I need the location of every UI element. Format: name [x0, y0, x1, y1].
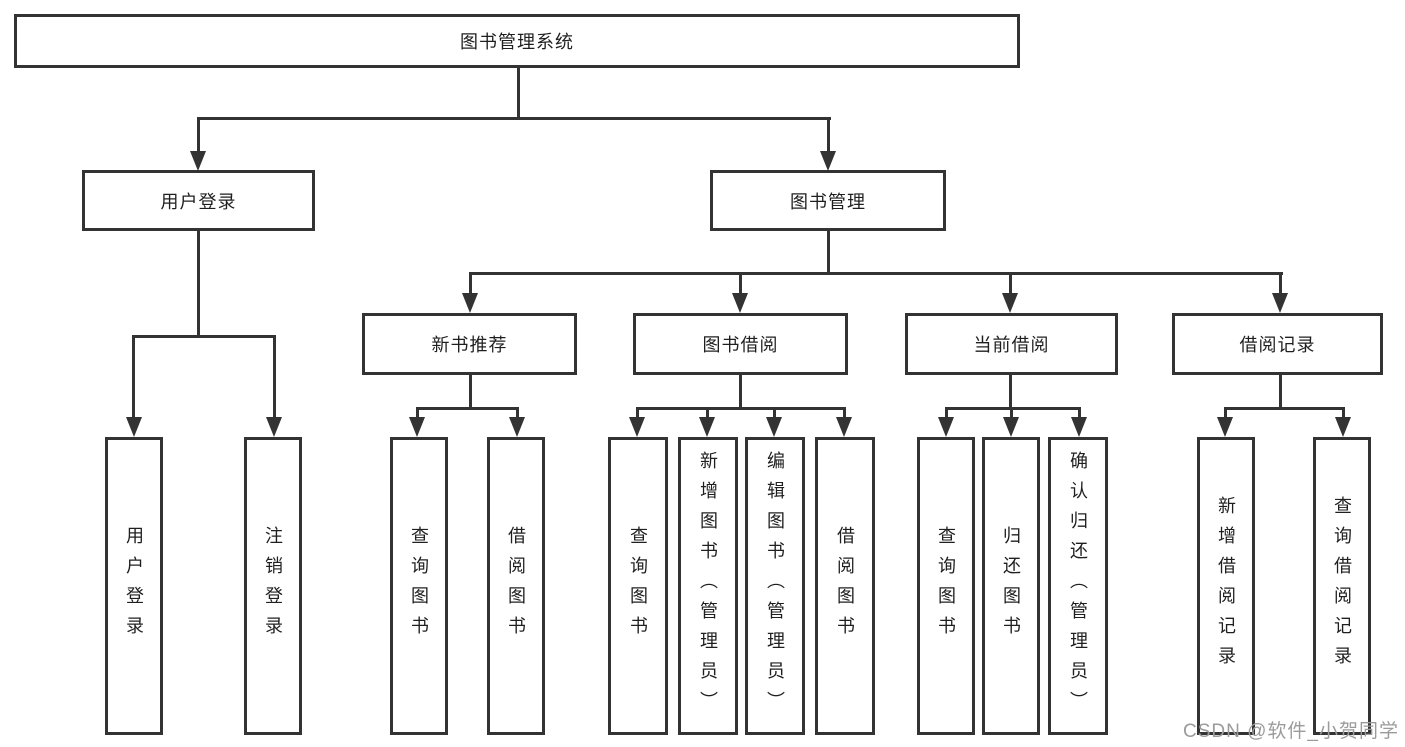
edge-new-book-stem	[469, 375, 472, 407]
arrow-down-icon	[732, 293, 748, 313]
edge-new-book-arrow2-shaft	[516, 407, 519, 419]
arrow-down-icon	[1335, 417, 1351, 437]
arrow-down-icon	[938, 417, 954, 437]
node-label: 当前借阅	[973, 335, 1050, 355]
node-label: 查询借阅记录	[1332, 496, 1352, 676]
node-label: 新增借阅记录	[1216, 496, 1236, 676]
edge-book-mgmt-stem	[827, 231, 830, 272]
arrow-down-icon	[766, 417, 782, 437]
leaf-edit-books-admin: 编辑图书（管理员）	[745, 437, 805, 735]
leaf-add-borrow-record: 新增借阅记录	[1197, 437, 1255, 735]
arrow-down-icon	[409, 417, 425, 437]
leaf-logout: 注销登录	[244, 437, 302, 735]
edge-book-mgmt-arrow2-shaft	[739, 272, 742, 295]
node-label: 归还图书	[1001, 526, 1021, 646]
edge-record-stem	[1279, 375, 1282, 407]
node-user-login: 用户登录	[82, 170, 315, 231]
node-label: 借阅记录	[1239, 335, 1316, 355]
node-label: 图书管理系统	[460, 32, 574, 52]
leaf-query-borrow-record: 查询借阅记录	[1313, 437, 1371, 735]
edge-new-book-arrow1-shaft	[416, 407, 419, 419]
node-label: 查询图书	[409, 526, 429, 646]
edge-current-arrow1-shaft	[945, 407, 948, 419]
arrow-down-icon	[820, 151, 836, 171]
arrow-down-icon	[462, 293, 478, 313]
edge-user-login-arrow1-shaft	[132, 335, 135, 419]
node-borrow-record: 借阅记录	[1172, 313, 1383, 375]
edge-book-mgmt-arrow4-shaft	[1279, 272, 1282, 295]
edge-borrow-arrow2-shaft	[706, 407, 709, 419]
node-label: 用户登录	[160, 191, 237, 212]
arrow-down-icon	[1272, 293, 1288, 313]
node-book-management: 图书管理	[710, 170, 946, 231]
edge-user-login-hline	[132, 335, 276, 338]
node-label: 新书推荐	[431, 335, 508, 355]
arrow-down-icon	[126, 417, 142, 437]
node-new-book-recommend: 新书推荐	[362, 313, 577, 375]
edge-book-mgmt-arrow3-shaft	[1009, 272, 1012, 295]
edge-root-arrow-left-shaft	[197, 117, 200, 153]
arrow-down-icon	[699, 417, 715, 437]
edge-current-arrow3-shaft	[1078, 407, 1081, 419]
arrow-down-icon	[190, 151, 206, 171]
edge-current-stem	[1009, 375, 1012, 407]
node-label: 查询图书	[628, 526, 648, 646]
arrow-down-icon	[836, 417, 852, 437]
edge-user-login-arrow2-shaft	[273, 335, 276, 419]
node-current-borrow: 当前借阅	[905, 313, 1118, 375]
edge-root-arrow-right-shaft	[827, 117, 830, 153]
node-label: 借阅图书	[835, 526, 855, 646]
node-library-management-system: 图书管理系统	[14, 14, 1020, 68]
arrow-down-icon	[266, 417, 282, 437]
edge-new-book-hline	[416, 407, 519, 410]
edge-root-hline	[197, 117, 831, 120]
arrow-down-icon	[1002, 293, 1018, 313]
edge-current-hline	[945, 407, 1081, 410]
arrow-down-icon	[1217, 417, 1233, 437]
edge-record-arrow1-shaft	[1224, 407, 1227, 419]
edge-borrow-hline	[636, 407, 846, 410]
edge-borrow-arrow3-shaft	[773, 407, 776, 419]
leaf-return-books: 归还图书	[982, 437, 1040, 735]
edge-book-mgmt-arrow1-shaft	[469, 272, 472, 295]
edge-book-mgmt-hline	[469, 272, 1283, 275]
arrow-down-icon	[1071, 417, 1087, 437]
edge-record-hline	[1224, 407, 1345, 410]
edge-record-arrow2-shaft	[1342, 407, 1345, 419]
leaf-query-books-borrow: 查询图书	[608, 437, 668, 735]
arrow-down-icon	[629, 417, 645, 437]
arrow-down-icon	[1003, 417, 1019, 437]
node-label: 图书借阅	[702, 335, 779, 355]
edge-borrow-arrow4-shaft	[843, 407, 846, 419]
edge-user-login-stem	[197, 231, 200, 335]
node-label: 借阅图书	[506, 526, 526, 646]
edge-root-stem	[517, 68, 520, 117]
leaf-borrow-books: 借阅图书	[815, 437, 875, 735]
node-label: 查询图书	[936, 526, 956, 646]
leaf-query-books-current: 查询图书	[917, 437, 975, 735]
arrow-down-icon	[509, 417, 525, 437]
leaf-confirm-return-admin: 确认归还（管理员）	[1048, 437, 1108, 735]
node-label: 图书管理	[790, 191, 866, 212]
node-label: 注销登录	[263, 526, 283, 646]
leaf-query-books-recommend: 查询图书	[390, 437, 448, 735]
node-label: 用户登录	[124, 526, 144, 646]
edge-borrow-arrow1-shaft	[636, 407, 639, 419]
leaf-user-login: 用户登录	[105, 437, 163, 735]
node-book-borrow: 图书借阅	[633, 313, 848, 375]
node-label: 编辑图书（管理员）	[765, 451, 785, 721]
leaf-add-books-admin: 新增图书（管理员）	[678, 437, 738, 735]
csdn-watermark: CSDN @软件_小贺同学	[1183, 721, 1399, 742]
node-label: 新增图书（管理员）	[698, 451, 718, 721]
edge-current-arrow2-shaft	[1010, 407, 1013, 419]
leaf-borrow-books-recommend: 借阅图书	[487, 437, 545, 735]
edge-borrow-stem	[739, 375, 742, 407]
node-label: 确认归还（管理员）	[1068, 451, 1088, 721]
